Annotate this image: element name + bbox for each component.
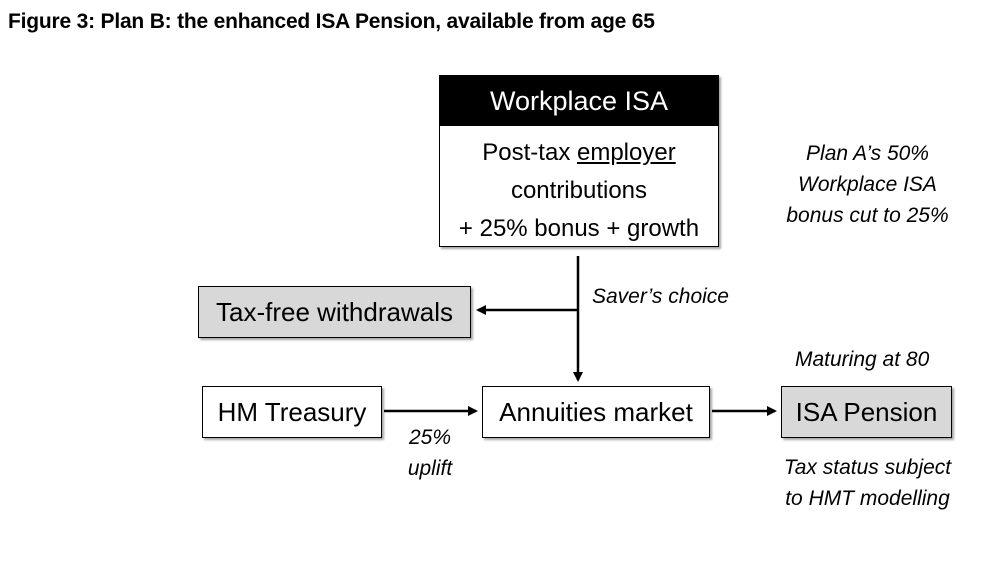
annuities-market-node: Annuities market xyxy=(482,386,710,438)
tax-free-withdrawals-node: Tax-free withdrawals xyxy=(198,286,471,338)
plan-a-note-line3: bonus cut to 25% xyxy=(786,204,949,227)
workplace-isa-line1-prefix: Post-tax xyxy=(482,139,577,166)
figure-title: Figure 3: Plan B: the enhanced ISA Pensi… xyxy=(8,10,655,33)
plan-a-note-line2: Workplace ISA xyxy=(798,173,937,196)
tax-status-note: Tax status subject to HMT modelling xyxy=(775,452,960,514)
workplace-isa-node: Workplace ISA Post-tax employer contribu… xyxy=(439,75,719,247)
tax-status-note-line2: to HMT modelling xyxy=(785,487,950,510)
workplace-isa-employer-underlined: employer xyxy=(576,139,676,166)
uplift-label-line1: 25% xyxy=(408,426,452,449)
maturing-label: Maturing at 80 xyxy=(795,348,930,371)
plan-a-note-line1: Plan A’s 50% xyxy=(806,142,929,165)
savers-choice-label: Saver’s choice xyxy=(592,285,729,308)
uplift-label: 25% uplift xyxy=(400,422,460,484)
isa-pension-node: ISA Pension xyxy=(781,386,952,438)
workplace-isa-description: Post-tax employer contributions + 25% bo… xyxy=(440,126,718,248)
workplace-isa-line3: + 25% bonus + growth xyxy=(458,215,700,242)
hm-treasury-node: HM Treasury xyxy=(202,386,382,438)
tax-status-note-line1: Tax status subject xyxy=(783,456,952,479)
workplace-isa-line1: Post-tax employer xyxy=(440,134,718,172)
uplift-label-line2: uplift xyxy=(407,457,453,480)
workplace-isa-line2: contributions xyxy=(510,177,648,204)
plan-a-note: Plan A’s 50% Workplace ISA bonus cut to … xyxy=(780,138,955,231)
workplace-isa-title: Workplace ISA xyxy=(440,76,718,126)
